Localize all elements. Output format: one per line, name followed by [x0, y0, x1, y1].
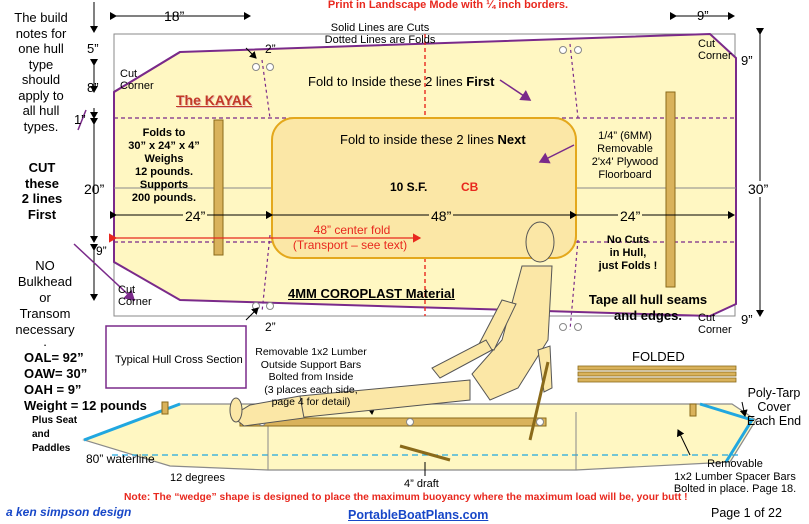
cover-right [699, 402, 755, 463]
dim-48: 48” [429, 208, 454, 224]
right-support-bar [665, 91, 676, 288]
bolt-holes [252, 46, 582, 331]
designer-credit: a ken simpson design [6, 505, 132, 519]
folded-label: FOLDED [632, 349, 685, 364]
cb-label: CB [461, 180, 479, 194]
dim-top-18: 18” [164, 8, 185, 24]
page-number: Page 1 of 22 [711, 506, 782, 520]
dim-left-20: 20” [84, 181, 105, 197]
cut-line-top [113, 51, 181, 93]
fold-line-right-top [569, 43, 579, 119]
dimension-lines [90, 2, 764, 321]
center-fold-label: 48” center fold [313, 223, 391, 237]
website-link[interactable]: PortableBoatPlans.com [348, 508, 489, 522]
material-label: 4MM COROPLAST Material [288, 286, 455, 301]
dim-24-left: 24” [183, 208, 208, 224]
dim-right-30: 30” [748, 181, 769, 197]
dim-two-top: 2” [265, 42, 276, 56]
fold-next-label: Fold to inside these 2 lines Next [340, 132, 526, 147]
dim-two-bottom: 2” [265, 320, 276, 334]
cover-pointer [739, 401, 748, 417]
waterline-label: 80” waterline [86, 452, 155, 466]
print-note: Print in Landscape Mode with ¼ inch bord… [327, 0, 569, 11]
paddle [399, 444, 451, 462]
dotted-lines-note: Dotted Lines are Folds [324, 34, 436, 46]
cross-section-label: Typical Hull Cross Section [115, 354, 243, 366]
side-view-hull [82, 403, 757, 471]
specs: OAL= 92”OAW= 30”OAH = 9”Weight = 12 poun… [24, 350, 147, 413]
degrees-label: 12 degrees [170, 472, 226, 484]
dim-right-9-bottom: 9” [741, 312, 753, 327]
draft-label: 4” draft [404, 478, 439, 490]
dim-left-9: 9” [96, 244, 107, 258]
left-support-bar [213, 119, 224, 256]
fold-first-label: Fold to Inside these 2 lines First [308, 74, 495, 89]
fold-line-left-bottom [261, 234, 271, 313]
dim-left-1: 1” [74, 112, 86, 127]
folded-bundle [577, 365, 737, 383]
dim-right-9-top: 9” [741, 53, 753, 68]
cross-section-box [105, 325, 247, 389]
sf-label: 10 S.F. [390, 180, 428, 194]
dim-left-8: 8” [87, 80, 99, 95]
center-fold-sublabel: (Transport – see text) [292, 238, 408, 252]
spacer-pointer [676, 429, 691, 456]
spacer-bar-left [161, 401, 169, 415]
dim-left-5: 5” [87, 41, 99, 56]
fold-line-left-top [261, 59, 271, 119]
dim-24-right: 24” [618, 208, 643, 224]
spacer-bar-right [689, 403, 697, 417]
solid-lines-note: Solid Lines are Cuts [330, 22, 430, 34]
seat-back [528, 361, 550, 441]
wedge-note: Note: The “wedge” shape is designed to p… [124, 492, 688, 503]
dim-top-9: 9” [697, 8, 709, 23]
seated-figure [229, 221, 555, 427]
pointer-arrows [73, 79, 575, 302]
kayak-title: The KAYAK [176, 92, 252, 108]
